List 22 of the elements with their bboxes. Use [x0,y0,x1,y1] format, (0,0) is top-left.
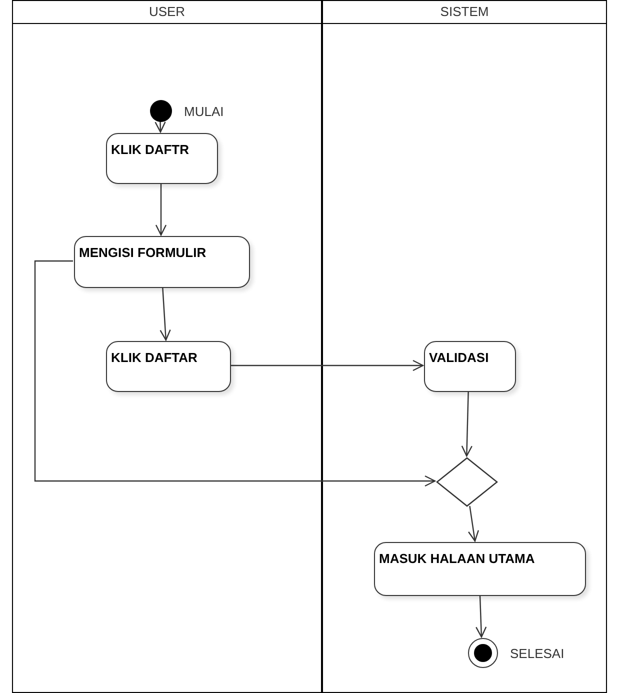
action-box: MENGISI FORMULIR [74,236,250,288]
arrow [160,286,171,341]
lane-heading: SISTEM [440,3,489,22]
arrow [461,390,472,457]
action-box: MASUK HALAAN UTAMA [374,542,586,596]
lane-heading: USER [148,3,186,22]
arrow [154,120,166,133]
arrow [468,506,480,542]
arrow [34,260,436,487]
action-box: KLIK DAFTR [106,133,218,184]
node-label: MULAI [184,103,224,121]
swimlane [12,0,322,693]
arrow [476,594,487,638]
decision-diamond [436,457,498,507]
swimlane [322,0,607,693]
action-box: VALIDASI [424,341,516,392]
action-box: KLIK DAFTAR [106,341,231,392]
final-node [468,638,498,668]
initial-node [150,100,172,122]
arrow [230,360,424,372]
arrow [155,183,167,236]
node-label: SELESAI [510,645,564,663]
